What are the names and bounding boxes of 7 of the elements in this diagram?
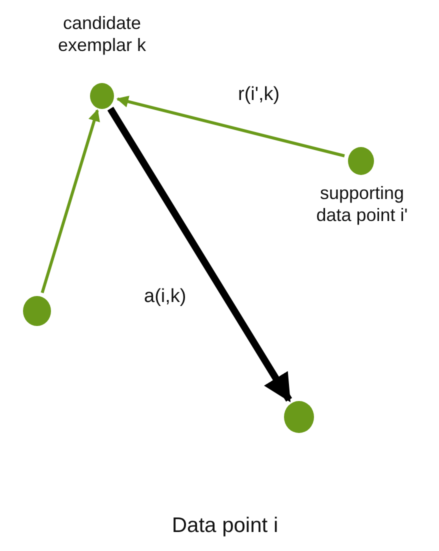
node-label: Data point i bbox=[170, 515, 280, 537]
node-label: supporting data point i' bbox=[315, 182, 409, 226]
arrow bbox=[116, 96, 345, 158]
arrow bbox=[107, 106, 292, 402]
arrow bbox=[40, 109, 100, 294]
node-label: candidate exemplar k bbox=[56, 12, 148, 56]
data-point-dot bbox=[23, 295, 51, 325]
